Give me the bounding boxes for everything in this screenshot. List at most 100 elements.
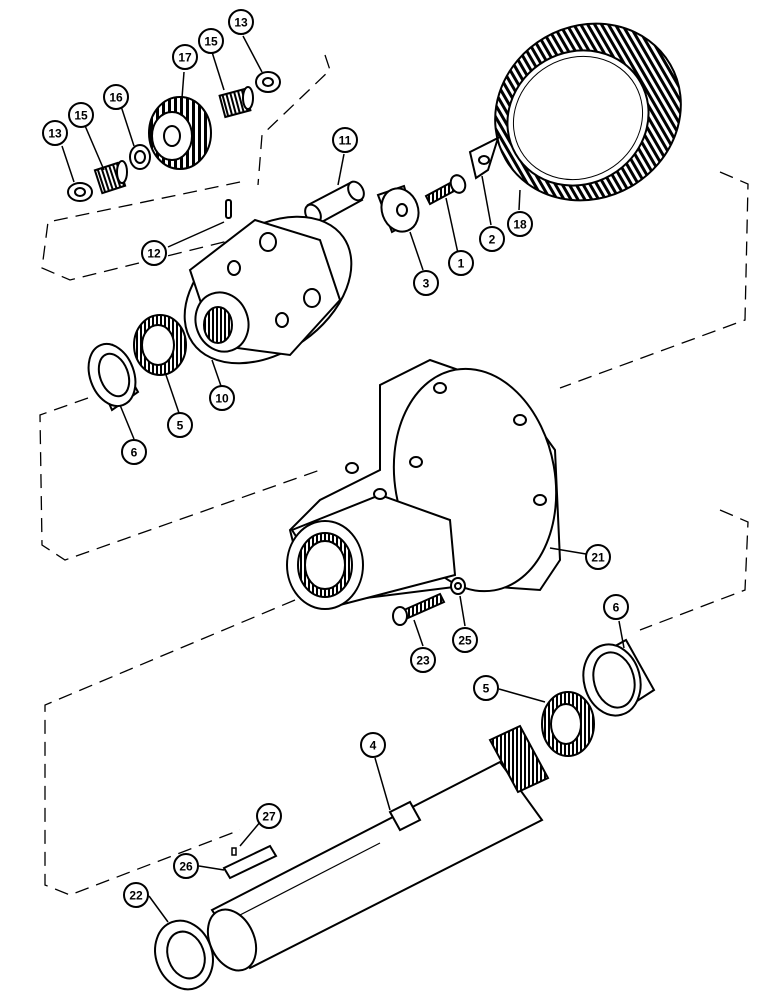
callout-number: 16 [109,91,123,105]
planet-gear [148,96,212,170]
callout-c1: 1 [448,250,474,276]
callout-number: 10 [215,392,229,406]
callout-number: 5 [177,419,184,433]
callout-number: 13 [234,16,248,30]
guide-lower-left [44,599,296,896]
bearing-cup-upper [87,343,140,412]
callout-number: 1 [458,257,465,271]
callout-number: 17 [178,51,192,65]
callout-c15b: 15 [198,28,224,54]
callout-c4: 4 [360,732,386,758]
callout-circle [479,226,505,252]
callout-c10: 10 [209,385,235,411]
callout-circle [103,84,129,110]
callout-c15a: 15 [68,102,94,128]
callout-circle [198,28,224,54]
callout-circle [68,102,94,128]
small-dowel [231,847,237,856]
roll-pin [225,199,232,219]
ring-gear [494,22,682,202]
guide-housing-upper [559,171,749,389]
callout-circle [410,647,436,673]
callout-c26: 26 [173,853,199,879]
callout-circle [452,627,478,653]
callout-number: 18 [513,218,527,232]
callout-c5b: 5 [473,675,499,701]
callout-number: 21 [591,551,605,565]
callout-circle [473,675,499,701]
lock-plate [468,136,500,180]
callout-number: 5 [483,682,490,696]
guide-lower-right [639,509,749,631]
callout-number: 13 [48,127,62,141]
callout-circle [603,594,629,620]
callout-number: 6 [613,601,620,615]
callout-circle [167,412,193,438]
callout-circle [448,250,474,276]
oil-seal [154,919,214,991]
callout-c16: 16 [103,84,129,110]
tapered-roller-bearing-upper [133,314,187,376]
callout-c2: 2 [479,226,505,252]
guide-upper-gear-group [257,54,331,186]
thrust-plug [376,184,420,234]
callout-c13b: 13 [228,9,254,35]
thrust-washer-right [255,71,281,93]
callout-c17: 17 [172,44,198,70]
assembly-guide-lines [39,54,749,896]
callout-c6b: 6 [603,594,629,620]
callout-c13a: 13 [42,120,68,146]
callout-circle [123,882,149,908]
callout-c5a: 5 [167,412,193,438]
thrust-washer-left [67,182,93,202]
planet-carrier [183,215,353,365]
callout-circle [141,240,167,266]
callout-circle [507,211,533,237]
callout-circle [172,44,198,70]
callout-circle [360,732,386,758]
tapered-roller-bearing-lower [541,691,595,757]
callout-circle [42,120,68,146]
callout-number: 23 [416,654,430,668]
axle-housing [286,358,562,610]
callout-circle [209,385,235,411]
callout-c18: 18 [507,211,533,237]
housing-bolt [392,592,446,626]
callout-circle [256,803,282,829]
callout-circle [228,9,254,35]
callout-c21: 21 [585,544,611,570]
callout-number: 15 [204,35,218,49]
leader-lines [61,35,625,923]
callout-number: 22 [129,889,143,903]
callout-c6a: 6 [121,439,147,465]
callout-number: 27 [262,810,276,824]
callout-circle [121,439,147,465]
callout-circle [332,127,358,153]
callout-c11: 11 [332,127,358,153]
guide-upper-left-box [41,181,241,281]
guide-housing-left [39,397,321,561]
callout-c12: 12 [141,240,167,266]
callout-number: 6 [131,446,138,460]
planet-pin [304,180,365,226]
callout-number: 26 [179,860,193,874]
cap-bolt [424,174,467,206]
housing-washer [450,577,466,595]
callout-c27: 27 [256,803,282,829]
shaft-key [222,844,278,880]
callout-c23: 23 [410,647,436,673]
callout-number: 4 [370,739,377,753]
callout-circle [413,270,439,296]
bearing-cup-lower [582,638,656,717]
output-shaft [206,724,550,972]
callout-number: 11 [339,134,352,148]
spacer-ring [129,144,151,170]
needle-bearing-left [93,160,128,195]
callout-number: 12 [147,247,161,261]
callout-c25: 25 [452,627,478,653]
callout-number: 15 [74,109,88,123]
needle-bearing-right [218,86,254,119]
